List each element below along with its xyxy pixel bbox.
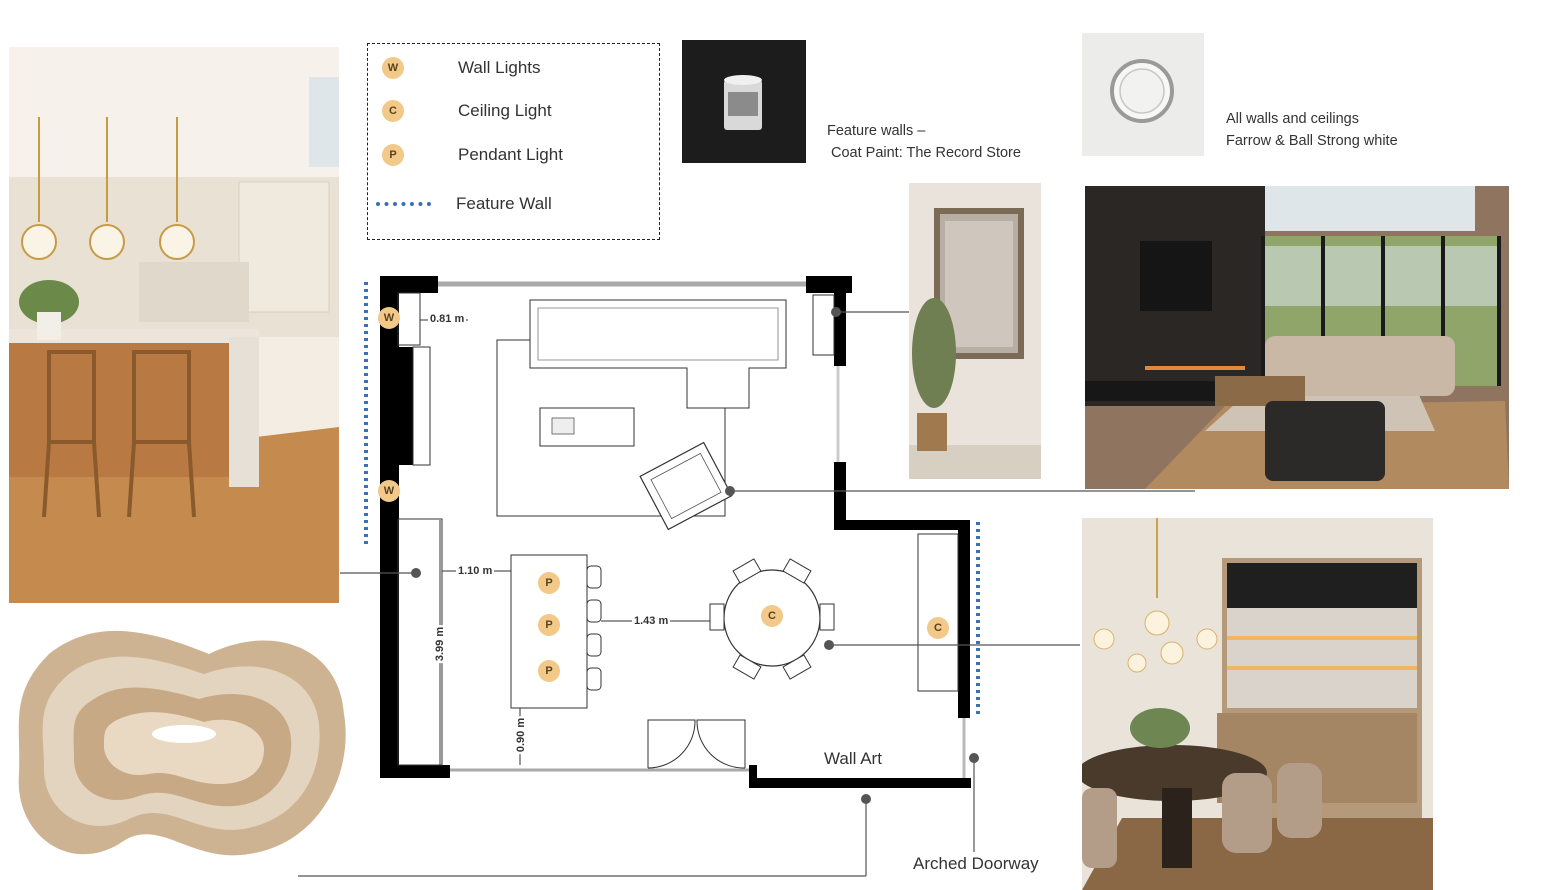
dimension-label: 1.43 m	[632, 615, 671, 627]
pendant-light-marker-icon: P	[538, 614, 560, 636]
legend-label: Wall Lights	[458, 58, 541, 77]
wall-art-sculpture	[9, 614, 361, 876]
wall-light-marker-icon: W	[378, 307, 400, 329]
dimension-label: 0.90 m	[515, 715, 528, 755]
ceiling-light-marker-icon: C	[382, 100, 404, 122]
legend-label: Ceiling Light	[458, 101, 552, 120]
note-line: Farrow & Ball Strong white	[1226, 133, 1398, 149]
legend-item-wall-lights: W Wall Lights	[368, 57, 541, 79]
legend-label: Pendant Light	[458, 145, 563, 164]
arched-doorway-label: Arched Doorway	[913, 854, 1039, 873]
legend-item-ceiling-light: C Ceiling Light	[368, 100, 552, 122]
mirror-photo	[909, 183, 1041, 479]
wall-art-label: Wall Art	[824, 749, 882, 768]
dimension-label: 0.81 m	[428, 313, 467, 325]
paint-swatch-dark	[682, 40, 806, 163]
pendant-light-marker-icon: P	[538, 660, 560, 682]
legend: W Wall Lights C Ceiling Light P Pendant …	[367, 43, 660, 240]
ceiling-light-marker-icon: C	[761, 605, 783, 627]
dining-photo	[1082, 518, 1433, 890]
note-line: All walls and ceilings	[1226, 111, 1359, 127]
paint-swatch-white	[1082, 33, 1204, 156]
feature-wall-dotted-line-icon	[376, 202, 431, 206]
legend-label: Feature Wall	[456, 194, 552, 213]
living-room-photo	[1085, 186, 1509, 489]
dimension-label: 1.10 m	[456, 565, 495, 577]
dimension-label: 3.99 m	[434, 624, 447, 664]
kitchen-photo	[9, 47, 339, 603]
walls-ceilings-note: All walls and ceilings Farrow & Ball Str…	[1226, 108, 1398, 152]
wall-light-marker-icon: W	[378, 480, 400, 502]
note-line: Coat Paint: The Record Store	[831, 145, 1021, 161]
ceiling-light-marker-icon: C	[927, 617, 949, 639]
legend-item-feature-wall: Feature Wall	[368, 194, 552, 214]
pendant-light-marker-icon: P	[538, 572, 560, 594]
wall-light-marker-icon: W	[382, 57, 404, 79]
feature-walls-note: Feature walls – Coat Paint: The Record S…	[827, 120, 1021, 164]
legend-item-pendant-light: P Pendant Light	[368, 144, 563, 166]
pendant-light-marker-icon: P	[382, 144, 404, 166]
note-line: Feature walls –	[827, 123, 926, 139]
